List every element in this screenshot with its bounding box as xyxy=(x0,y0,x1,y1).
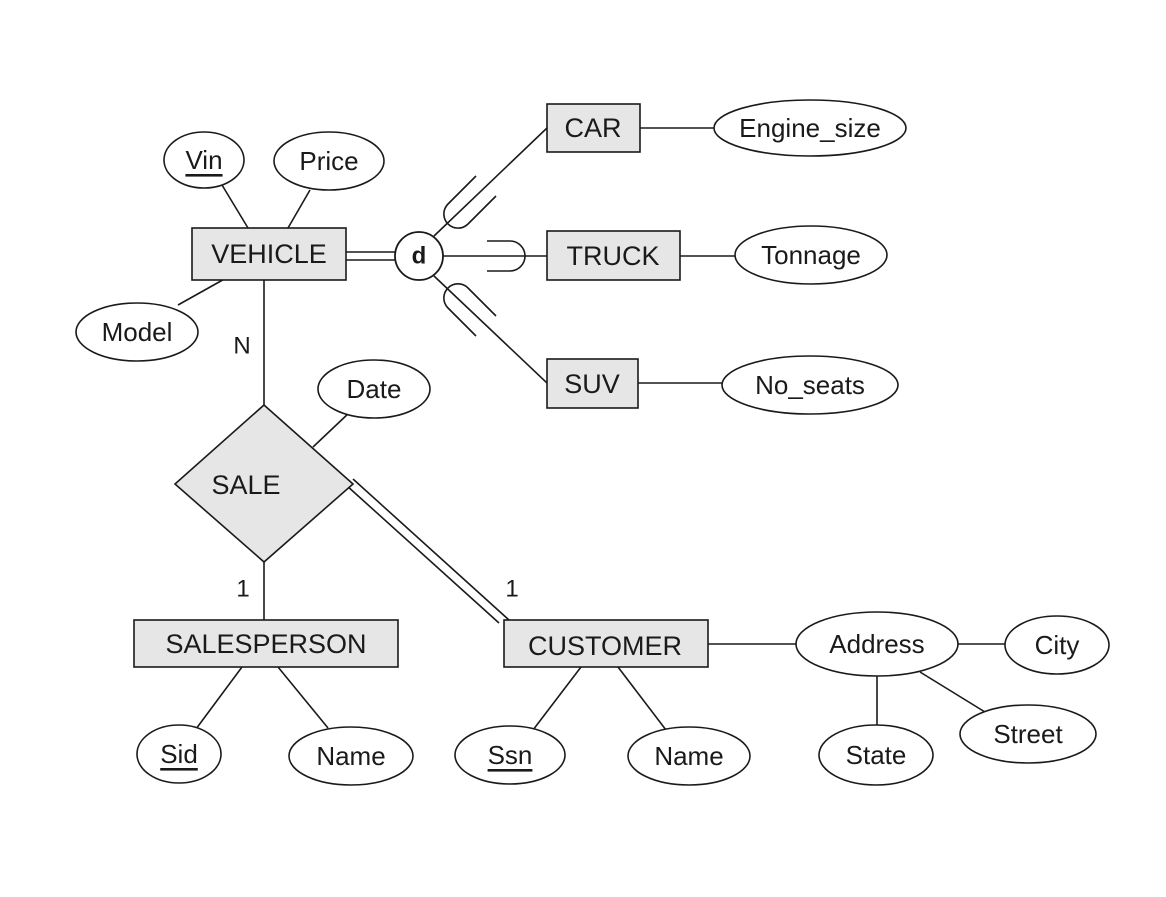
subset-symbols xyxy=(443,175,526,337)
attribute-sid-label: Sid xyxy=(160,739,198,769)
attribute-city: City xyxy=(1004,615,1110,675)
attribute-street-label: Street xyxy=(993,719,1063,749)
subset-symbol-car xyxy=(443,175,497,229)
attribute-tonnage-label: Tonnage xyxy=(761,240,861,270)
attribute-date-label: Date xyxy=(347,374,402,404)
attribute-street: Street xyxy=(959,704,1097,764)
relationship-sale: SALE xyxy=(173,403,355,564)
attribute-salesperson-name-label: Name xyxy=(316,741,385,771)
attribute-vin: Vin xyxy=(163,131,245,189)
disjoint-label: d xyxy=(412,243,427,270)
attribute-tonnage: Tonnage xyxy=(734,225,888,285)
attribute-date: Date xyxy=(317,359,431,419)
attribute-address-label: Address xyxy=(829,629,924,659)
attribute-price-label: Price xyxy=(299,146,358,176)
entity-vehicle-label: VEHICLE xyxy=(211,239,327,269)
attribute-city-label: City xyxy=(1035,630,1080,660)
cardinality-salesperson-sale: 1 xyxy=(236,576,249,603)
cardinality-vehicle-sale: N xyxy=(233,333,250,360)
attribute-no-seats: No_seats xyxy=(721,355,899,415)
attribute-customer-name: Name xyxy=(627,726,751,786)
entity-salesperson-label: SALESPERSON xyxy=(165,629,366,659)
attribute-customer-name-label: Name xyxy=(654,741,723,771)
entity-customer: CUSTOMER xyxy=(503,619,709,668)
attribute-model-label: Model xyxy=(102,317,173,347)
entity-car: CAR xyxy=(546,103,641,153)
attribute-engine-size-label: Engine_size xyxy=(739,113,881,143)
entity-customer-label: CUSTOMER xyxy=(528,631,682,661)
entity-vehicle: VEHICLE xyxy=(191,227,347,281)
attribute-no-seats-label: No_seats xyxy=(755,370,865,400)
entity-suv: SUV xyxy=(546,358,639,409)
cardinality-customer-sale: 1 xyxy=(505,576,518,603)
attribute-ssn-label: Ssn xyxy=(488,740,533,770)
attribute-address: Address xyxy=(795,611,959,677)
entity-truck-label: TRUCK xyxy=(567,241,660,271)
subset-symbol-truck xyxy=(487,240,526,272)
attribute-engine-size: Engine_size xyxy=(713,99,907,157)
entity-truck: TRUCK xyxy=(546,230,681,281)
attribute-state: State xyxy=(818,724,934,786)
attribute-vin-label: Vin xyxy=(185,145,222,175)
attribute-model: Model xyxy=(75,302,199,362)
attribute-salesperson-name: Name xyxy=(288,726,414,786)
attribute-ssn: Ssn xyxy=(454,725,566,785)
entity-suv-label: SUV xyxy=(564,369,620,399)
entity-car-label: CAR xyxy=(564,113,621,143)
attribute-state-label: State xyxy=(846,740,907,770)
attribute-price: Price xyxy=(273,131,385,191)
subset-symbol-suv xyxy=(443,283,497,337)
disjoint-circle: d xyxy=(394,231,444,281)
connector-lines xyxy=(177,127,1005,734)
attribute-sid: Sid xyxy=(136,724,222,784)
relationship-sale-label: SALE xyxy=(211,470,280,500)
entity-salesperson: SALESPERSON xyxy=(133,619,399,668)
